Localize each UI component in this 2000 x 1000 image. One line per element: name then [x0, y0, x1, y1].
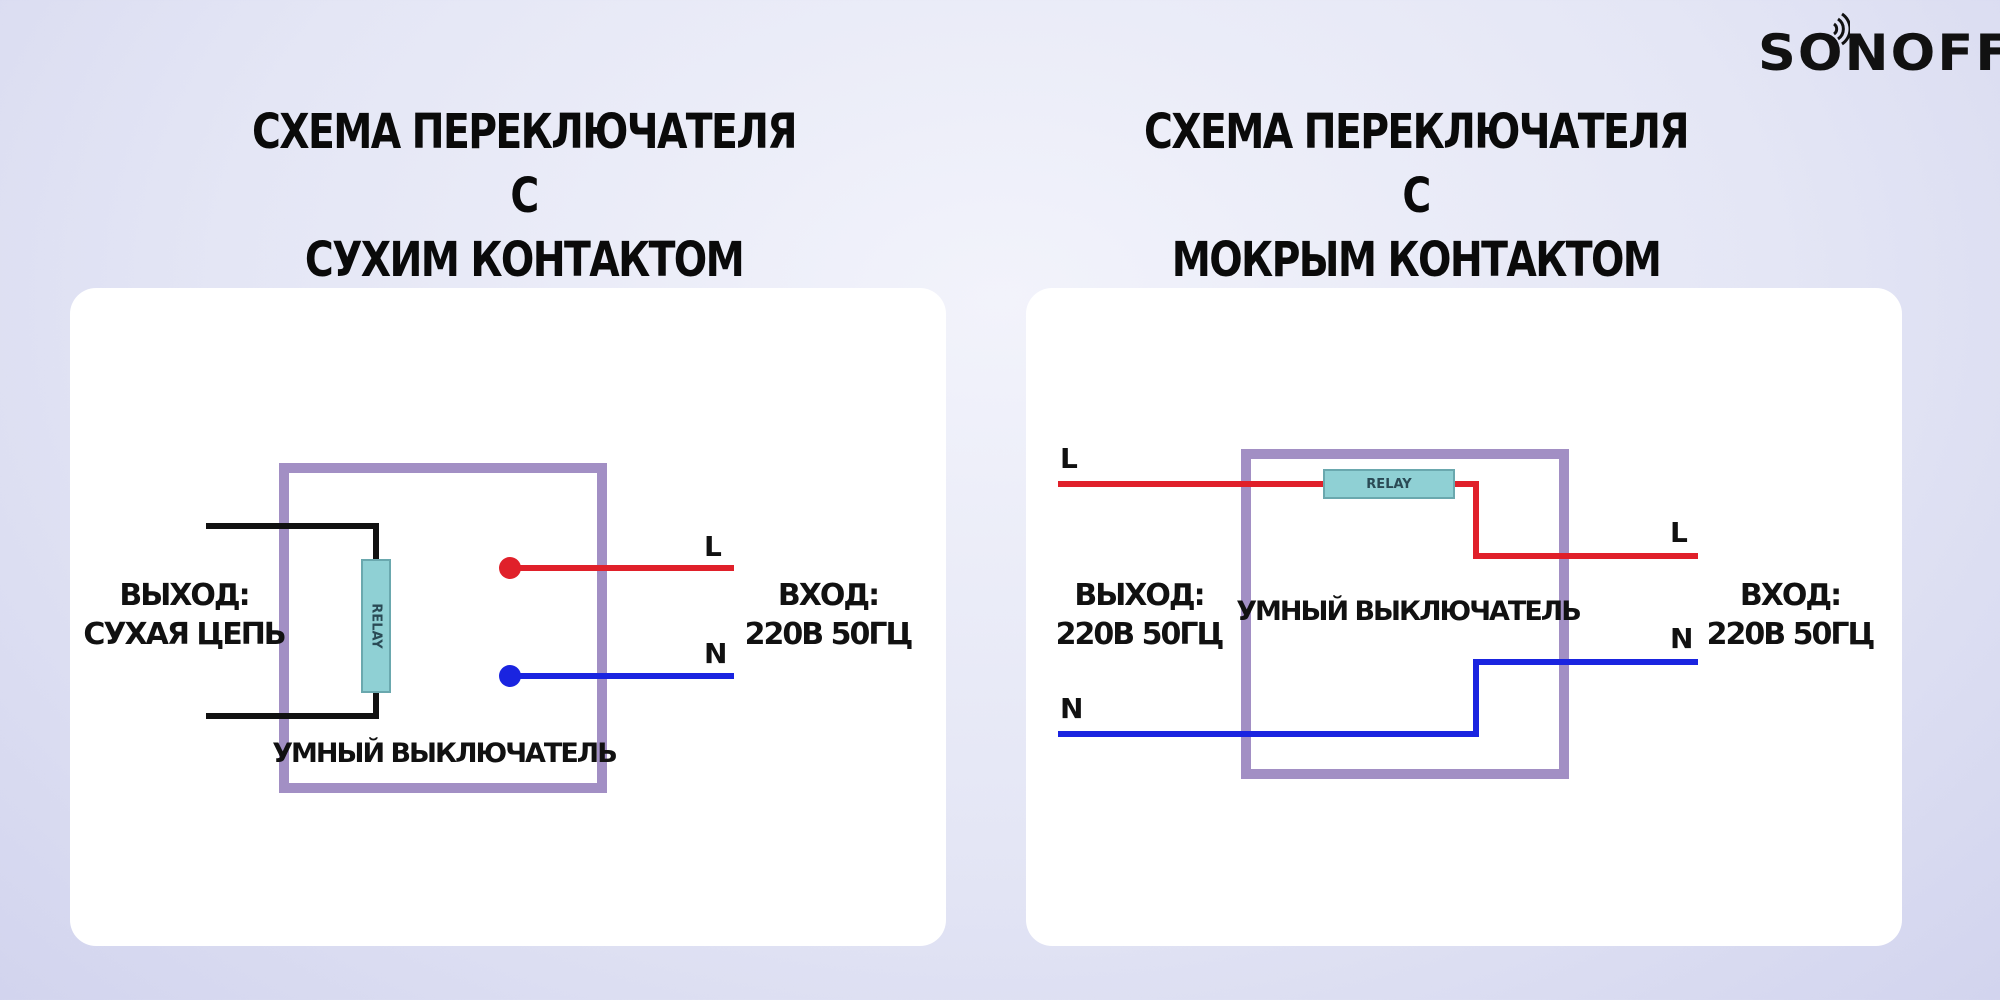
terminal-n-output: N	[1670, 622, 1693, 655]
title-dry-contact: СХЕМА ПЕРЕКЛЮЧАТЕЛЯ С СУХИМ КОНТАКТОМ	[237, 100, 811, 292]
sonoff-logo: SONOFF	[1756, 10, 2000, 82]
terminal-l: L	[704, 530, 722, 563]
dry-output-wire-bottom	[206, 688, 379, 719]
relay-block	[361, 559, 391, 693]
relay-label: RELAY	[369, 603, 384, 649]
output-value: СУХАЯ ЦЕПЬ	[83, 617, 284, 652]
input-value: 220В 50ГЦ	[745, 617, 913, 652]
smart-switch-frame	[279, 463, 607, 793]
smart-switch-frame	[1241, 449, 1569, 779]
logo-text: SONOFF	[1758, 24, 2000, 82]
title-line-2: СУХИМ КОНТАКТОМ	[304, 232, 745, 288]
wet-contact-diagram-panel: RELAY L N L N ВЫХОД: 220В 50ГЦ УМНЫЙ ВЫК…	[1026, 288, 1902, 946]
relay-label: RELAY	[1366, 477, 1412, 492]
terminal-n: N	[704, 637, 727, 670]
terminal-n-input: N	[1060, 692, 1083, 725]
dry-contact-diagram: RELAY L N ВЫХОД: СУХАЯ ЦЕПЬ ВХОД: 220В 5…	[83, 463, 914, 793]
relay-block	[1323, 469, 1455, 499]
output-value: 220В 50ГЦ	[1056, 617, 1224, 652]
input-label: ВХОД:	[1740, 578, 1840, 613]
dry-contact-diagram-panel: RELAY L N ВЫХОД: СУХАЯ ЦЕПЬ ВХОД: 220В 5…	[70, 288, 946, 946]
dry-output-wire-top	[206, 523, 379, 560]
title-line-1: СХЕМА ПЕРЕКЛЮЧАТЕЛЯ С	[1144, 104, 1690, 224]
wet-contact-diagram: RELAY L N L N ВЫХОД: 220В 50ГЦ УМНЫЙ ВЫК…	[1056, 442, 1876, 779]
terminal-l-output: L	[1670, 516, 1688, 549]
neutral-wire	[1058, 659, 1698, 737]
smart-switch-label: УМНЫЙ ВЫКЛЮЧАТЕЛЬ	[1236, 595, 1580, 627]
input-value: 220В 50ГЦ	[1707, 617, 1875, 652]
input-label: ВХОД:	[778, 578, 878, 613]
live-output-wire	[1454, 481, 1698, 559]
title-line-1: СХЕМА ПЕРЕКЛЮЧАТЕЛЯ С	[252, 104, 798, 224]
smart-switch-label: УМНЫЙ ВЫКЛЮЧАТЕЛЬ	[272, 737, 616, 769]
live-terminal-dot	[499, 557, 521, 579]
terminal-l-input: L	[1060, 442, 1078, 475]
title-line-2: МОКРЫМ КОНТАКТОМ	[1171, 232, 1662, 288]
wifi-signal-icon	[1832, 12, 1850, 46]
output-label: ВЫХОД:	[119, 578, 248, 613]
output-label: ВЫХОД:	[1074, 578, 1203, 613]
title-wet-contact: СХЕМА ПЕРЕКЛЮЧАТЕЛЯ С МОКРЫМ КОНТАКТОМ	[1129, 100, 1703, 292]
neutral-terminal-dot	[499, 665, 521, 687]
